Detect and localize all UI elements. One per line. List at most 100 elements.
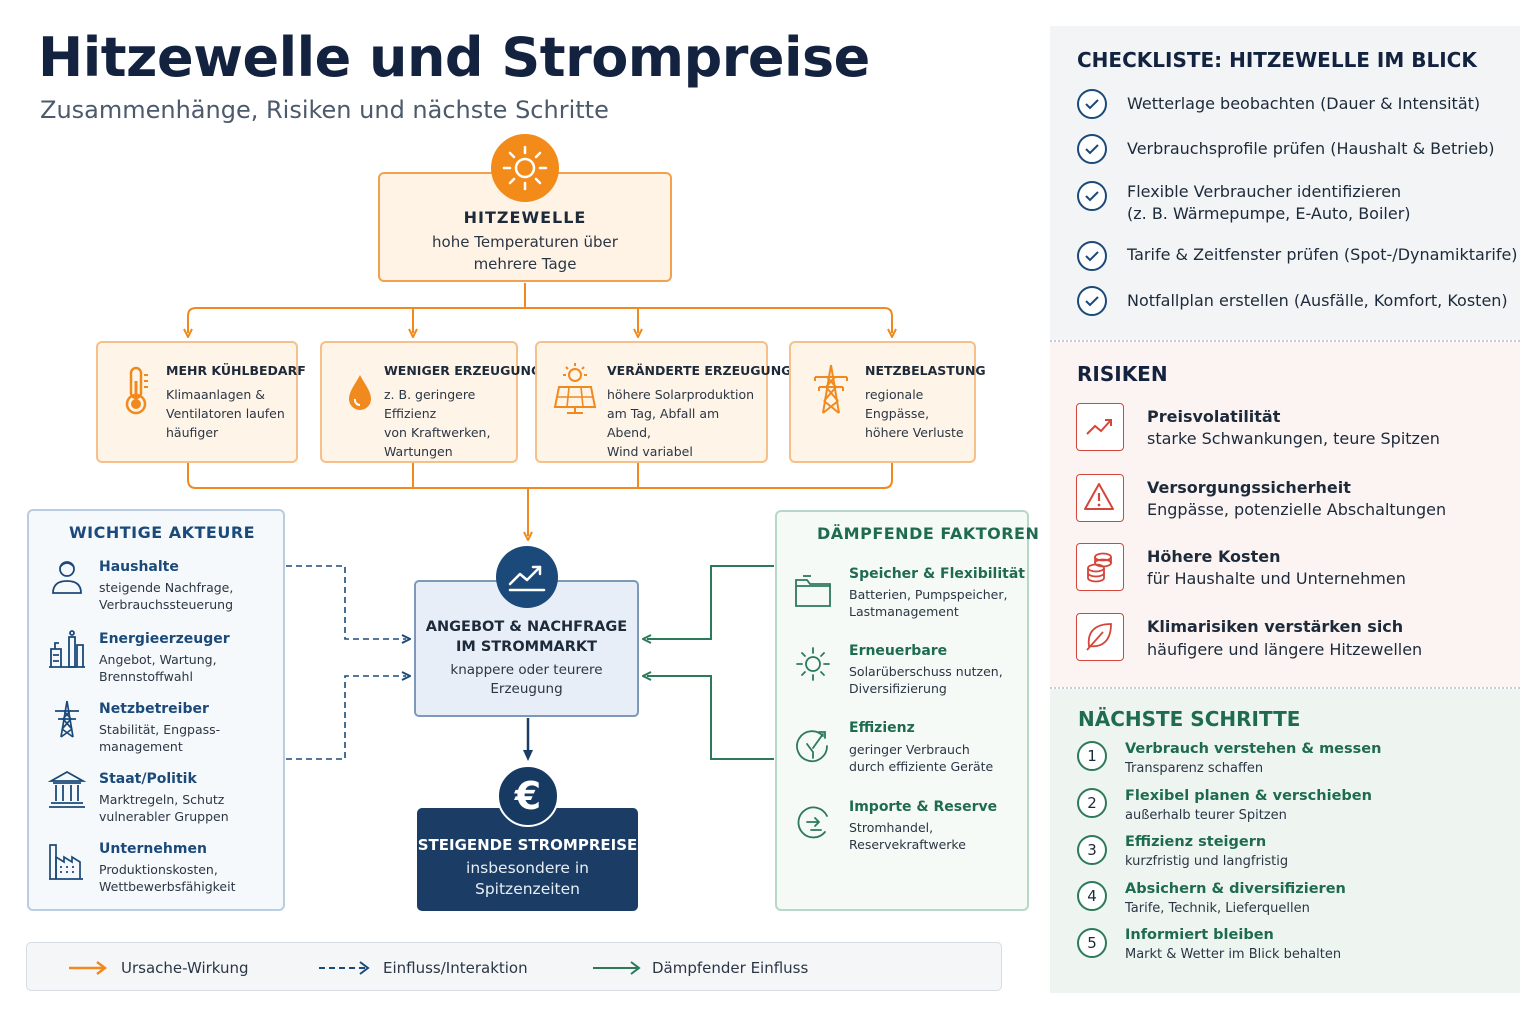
price-title: STEIGENDE STROMPREISE	[417, 836, 638, 854]
check-circle-icon	[1077, 241, 1107, 271]
actor-state-title: Staat/Politik	[99, 771, 197, 787]
effect-less-generation-box: WENIGER ERZEUGUNG z. B. geringere Effizi…	[320, 341, 541, 463]
government-building-icon	[47, 770, 87, 808]
actors-panel: WICHTIGE AKTEURE Haushalte steigende Nac…	[27, 509, 285, 911]
effect-changed-generation-title: VERÄNDERTE ERZEUGUNG	[607, 363, 792, 378]
actor-producers-title: Energieerzeuger	[99, 631, 230, 647]
damping-storage-title: Speicher & Flexibilität	[849, 566, 1025, 582]
checklist-panel	[1050, 26, 1520, 340]
power-tower-icon	[814, 364, 848, 414]
risk-volatility-title: Preisvolatilität	[1147, 407, 1281, 426]
power-tower-icon	[55, 700, 79, 738]
effect-grid-load-box: NETZBELASTUNG regionale Engpässe,höhere …	[789, 341, 986, 463]
legend-cause-arrow	[69, 961, 108, 975]
step-number: 3	[1077, 835, 1107, 865]
actor-grid-operators-title: Netzbetreiber	[99, 701, 209, 717]
step-number: 4	[1077, 881, 1107, 911]
heatwave-title: HITZEWELLE	[463, 208, 587, 227]
damping-renewables-text: Solarüberschuss nutzen,Diversifizierung	[849, 664, 1003, 696]
step-number: 5	[1077, 928, 1107, 958]
sun-icon	[796, 647, 830, 681]
damping-efficiency-title: Effizienz	[849, 720, 915, 736]
checklist-item-4: Tarife & Zeitfenster prüfen (Spot-/Dynam…	[1127, 245, 1518, 264]
damping-imports-title: Importe & Reserve	[849, 799, 998, 815]
damping-imports-text: Stromhandel,Reservekraftwerke	[849, 820, 966, 852]
damping-arrows	[647, 565, 774, 760]
risk-supply-text: Engpässe, potenzielle Abschaltungen	[1147, 500, 1447, 519]
divider	[1050, 340, 1520, 342]
legend-cause-label: Ursache-Wirkung	[121, 959, 249, 977]
effect-grid-load-title: NETZBELASTUNG	[865, 363, 986, 378]
check-circle-icon	[1077, 181, 1107, 211]
risk-costs-title: Höhere Kosten	[1147, 547, 1281, 566]
heatwave-line-1: hohe Temperaturen über	[432, 233, 618, 251]
cause-arrows-top	[188, 283, 892, 333]
legend-influence-arrow	[319, 961, 370, 975]
legend-damping-label: Dämpfender Einfluss	[652, 959, 809, 977]
effect-changed-generation-box: VERÄNDERTE ERZEUGUNG höhere Solarprodukt…	[535, 341, 791, 463]
checklist-title: CHECKLISTE: HITZEWELLE IM BLICK	[1077, 48, 1477, 72]
drop-icon	[349, 375, 371, 410]
checklist-item-1: Wetterlage beobachten (Dauer & Intensitä…	[1127, 94, 1481, 113]
page-subtitle: Zusammenhänge, Risiken und nächste Schri…	[40, 96, 609, 124]
trend-up-icon	[1076, 403, 1124, 451]
actor-companies-title: Unternehmen	[99, 841, 207, 857]
actor-grid-operators-text: Stabilität, Engpass-management	[99, 722, 221, 754]
legend-influence-label: Einfluss/Interaktion	[383, 959, 528, 977]
step-1-title: Verbrauch verstehen & messen	[1125, 741, 1382, 757]
step-1-text: Transparenz schaffen	[1125, 761, 1264, 776]
thermometer-icon	[125, 366, 148, 415]
damping-renewables-title: Erneuerbare	[849, 643, 948, 659]
step-2-text: außerhalb teurer Spitzen	[1125, 808, 1287, 823]
factory-icon	[49, 844, 83, 880]
risk-supply-title: Versorgungssicherheit	[1147, 478, 1351, 497]
risk-climate-title: Klimarisiken verstärken sich	[1147, 617, 1404, 636]
heatwave-line-2: mehrere Tage	[473, 255, 577, 273]
divider	[1050, 687, 1520, 689]
power-plant-icon	[49, 630, 85, 668]
page-title: Hitzewelle und Strompreise	[38, 26, 870, 89]
damping-storage-text: Batterien, Pumpspeicher,Lastmanagement	[849, 587, 1008, 619]
step-3-title: Effizienz steigern	[1125, 834, 1267, 850]
trend-chart-icon	[496, 546, 558, 608]
risk-volatility-text: starke Schwankungen, teure Spitzen	[1147, 429, 1440, 448]
sun-icon	[491, 134, 559, 202]
checklist-item-2: Verbrauchsprofile prüfen (Haushalt & Bet…	[1127, 139, 1495, 158]
step-4-title: Absichern & diversifizieren	[1125, 881, 1346, 897]
actor-producers-text: Angebot, Wartung,Brennstoffwahl	[99, 652, 217, 684]
actor-companies-text: Produktionskosten,Wettbewerbsfähigkeit	[99, 862, 236, 894]
step-5-text: Markt & Wetter im Blick behalten	[1125, 947, 1342, 962]
solar-panel-icon	[553, 363, 597, 414]
damping-title: DÄMPFENDE FAKTOREN	[817, 524, 1040, 543]
step-4-text: Tarife, Technik, Lieferquellen	[1125, 901, 1310, 916]
influence-arrows	[286, 565, 406, 760]
coins-icon	[1076, 543, 1124, 591]
step-number: 1	[1077, 741, 1107, 771]
risk-costs-text: für Haushalte und Unternehmen	[1147, 569, 1406, 588]
risks-panel	[1050, 342, 1520, 687]
actor-households-text: steigende Nachfrage,Verbrauchssteuerung	[99, 580, 234, 612]
check-circle-icon	[1077, 134, 1107, 164]
step-3-text: kurzfristig und langfristig	[1125, 854, 1289, 869]
legend: Ursache-Wirkung Einfluss/Interaktion Däm…	[26, 942, 1002, 991]
effect-less-generation-title: WENIGER ERZEUGUNG	[384, 363, 542, 378]
actors-title: WICHTIGE AKTEURE	[69, 523, 256, 542]
euro-icon: €	[497, 765, 559, 827]
effect-cooling-title: MEHR KÜHLBEDARF	[166, 363, 306, 378]
check-circle-icon	[1077, 89, 1107, 119]
step-2-title: Flexibel planen & verschieben	[1125, 788, 1372, 804]
step-number: 2	[1077, 788, 1107, 818]
checklist-item-3: Flexible Verbraucher identifizieren(z. B…	[1127, 182, 1411, 223]
effect-cooling-box: MEHR KÜHLBEDARF Klimaanlagen &Ventilator…	[96, 341, 306, 463]
damping-panel: DÄMPFENDE FAKTOREN Speicher & Flexibilit…	[775, 510, 1039, 911]
person-icon	[52, 561, 82, 594]
next-steps-title: NÄCHSTE SCHRITTE	[1078, 707, 1301, 731]
risk-climate-text: häufigere und längere Hitzewellen	[1147, 640, 1423, 659]
effect-grid-load-text: regionale Engpässe,höhere Verluste	[865, 387, 964, 440]
